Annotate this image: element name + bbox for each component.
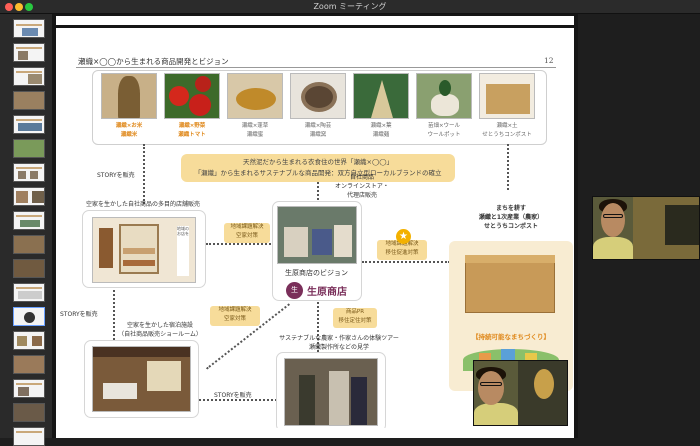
inn-caption: 空家を生かした宿泊施設（自社商品販売ショールーム） [118,322,202,338]
product-label: 瀬織×葉瀬織麺 [370,123,392,138]
window-title: Zoom ミーティング [313,2,387,11]
star-icon: ★ [396,229,411,244]
story-sale-label-left: STORYを販売 [60,311,98,318]
slide-thumbnail[interactable] [13,67,45,86]
slide-thumbnail[interactable] [13,115,45,134]
product-label: 瀬織×蓬草瀬織蜜 [241,123,269,138]
product-photo-woolpot [416,73,472,119]
connector-line [206,243,274,245]
zoom-window-button[interactable] [25,3,33,11]
slide-thumbnail[interactable] [13,91,45,110]
slide-thumbnail[interactable] [13,43,45,62]
tag-migration: 地域課題解決移住促進対策 [377,240,427,260]
next-slide-edge [56,428,574,438]
presentation-area: 瀬織×◯◯から生まれる商品開発とビジョン 12 瀬織×お米瀬織米 [52,14,578,438]
product-photo-pottery [290,73,346,119]
product-label: 瀬織×お米瀬織米 [115,123,143,138]
slide-title: 瀬織×◯◯から生まれる商品開発とビジョン [78,57,229,66]
concept-banner: 天然泥だから生まれる衣食住の世界「瀬織×◯◯」 「瀬織」から生まれるサステナブル… [181,154,455,182]
product-photo-rice [101,73,157,119]
banner-line-2: 「瀬織」から生まれるサステナブルな商品開発：双方自立型ローカルブランドの確立 [194,169,442,177]
tour-caption: サステナブルな農家・作家さんの体験ツアー瀬織製作所などの見学 [279,335,399,351]
product-photo-honey [227,73,283,119]
product-label: 瀬織×陶芸瀬織窯 [304,123,332,138]
shop-caption: 空家を生かした自社商品の多目的店舗販売 [86,201,201,208]
product-photo-tomato [164,73,220,119]
connector-line [362,261,450,263]
slide-thumbnail[interactable] [13,211,45,230]
tour-photo [284,358,378,426]
slide-thumbnail-selected[interactable] [13,307,45,326]
shop-sign: 地域のお店を [177,226,189,276]
slide-thumbnail[interactable] [13,163,45,182]
slide-thumbnail[interactable] [13,235,45,254]
product-label: 瀬織×土せとうちコンポスト [482,123,532,138]
town-label: 【持続可能なまちづくり】 [472,333,550,341]
slide-thumbnail[interactable] [13,427,45,446]
online-store-label: 自社商品オンラインストア・代理店販売 [335,174,389,199]
current-slide: 瀬織×◯◯から生まれる商品開発とビジョン 12 瀬織×お米瀬織米 [56,28,574,437]
brand-logo-mark: 生 [286,282,303,299]
product-label: 苗畑×ウールウールポット [427,123,461,138]
town-header: まちを耕す瀬織と1次産業（農家）せとうちコンポスト [478,205,544,230]
product-row-frame [92,70,547,145]
connector-line [199,399,277,401]
minimize-window-button[interactable] [15,3,23,11]
tag-vacancy-solution: 地域課題解決空家対策 [224,223,270,243]
slide-thumbnail[interactable] [13,355,45,374]
inn-photo [92,346,191,412]
brand-logo-text: 生原商店 [307,287,347,298]
tag-vacancy-solution-2: 地域課題解決空家対策 [210,306,260,326]
previous-slide-edge [56,16,574,25]
slide-thumbnail[interactable] [13,283,45,302]
vision-title: 生原商店のビジョン [285,269,348,277]
participant-video-tile[interactable] [592,196,700,260]
slide-thumbnail[interactable] [13,187,45,206]
product-label: 瀬織×野菜瀬織トマト [178,123,206,138]
slide-thumbnail[interactable] [13,259,45,278]
slide-thumbnail[interactable] [13,331,45,350]
connector-line [507,144,509,190]
shop-photo: 地域のお店を [92,217,196,283]
vision-photo [277,206,357,264]
product-photo-compost [479,73,535,119]
slide-thumbnail[interactable] [13,379,45,398]
title-divider [76,67,556,68]
window-titlebar: Zoom ミーティング [0,0,700,14]
connector-line [317,182,319,204]
compost-box-image [465,261,555,313]
connector-line [317,302,319,352]
slide-thumbnail[interactable] [13,19,45,38]
story-sale-label-bottom: STORYを販売 [214,392,252,399]
slide-page-number: 12 [544,56,554,65]
close-window-button[interactable] [5,3,13,11]
slide-thumbnail[interactable] [13,403,45,422]
connector-line [143,144,145,204]
connector-line [113,274,115,340]
slide-thumbnail[interactable] [13,139,45,158]
slide-thumbnail-panel[interactable] [0,14,52,446]
self-video-tile[interactable] [473,360,568,426]
product-photo-noodles [353,73,409,119]
banner-line-1: 天然泥だから生まれる衣食住の世界「瀬織×◯◯」 [243,158,393,166]
story-sale-label: STORYを販売 [97,172,135,179]
